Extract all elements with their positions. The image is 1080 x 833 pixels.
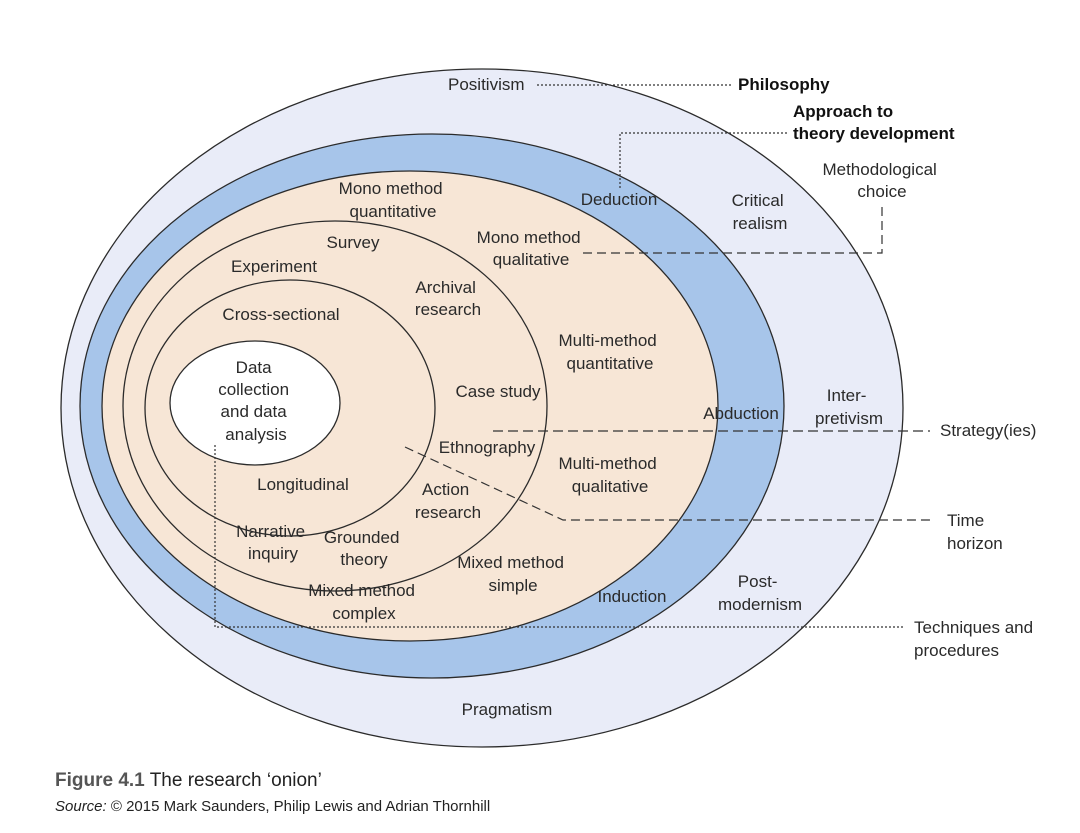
time-horizon-leader xyxy=(404,446,932,521)
pragmatism-label: Pragmatism xyxy=(462,700,553,719)
leader-lines xyxy=(214,84,932,628)
deduction-label: Deduction xyxy=(581,190,658,209)
mono-qual-label: Mono method qualitative xyxy=(477,228,586,269)
core-label: Data collection and data analysis xyxy=(218,358,294,444)
interpretivism-label: Inter- pretivism xyxy=(815,386,883,428)
experiment-label: Experiment xyxy=(231,257,317,276)
strategy-ring xyxy=(122,220,548,592)
action-research-label: Action research xyxy=(415,480,481,522)
induction-label: Induction xyxy=(598,587,667,606)
critical-realism-label: Critical realism xyxy=(732,191,789,233)
multi-quant-label: Multi-method quantitative xyxy=(559,331,662,373)
narrative-inquiry-label: Narrative inquiry xyxy=(236,522,310,563)
strategy-label: Strategy(ies) xyxy=(940,421,1036,440)
approach-label: Approach to theory development xyxy=(793,102,955,143)
positivism-label: Positivism xyxy=(448,75,525,94)
archival-label: Archival research xyxy=(415,278,481,319)
time-horizon-ring xyxy=(144,279,436,537)
choice-layer xyxy=(101,170,719,642)
techniques-leader xyxy=(214,445,905,628)
source-label: Source: xyxy=(55,798,107,815)
choice-leader xyxy=(583,205,883,254)
figure-source: Source: © 2015 Mark Saunders, Philip Lew… xyxy=(55,798,490,815)
figure-title: The research ‘onion’ xyxy=(149,770,322,791)
techniques-label: Techniques and procedures xyxy=(914,618,1038,660)
grounded-theory-label: Grounded theory xyxy=(324,528,404,569)
source-text: © 2015 Mark Saunders, Philip Lewis and A… xyxy=(110,798,491,815)
mixed-simple-label: Mixed method simple xyxy=(457,553,569,595)
figure-number: Figure 4.1 xyxy=(55,770,145,791)
mono-quant-label: Mono method quantitative xyxy=(339,179,448,221)
survey-label: Survey xyxy=(327,233,380,252)
postmodernism-label: Post- modernism xyxy=(718,572,802,614)
case-study-label: Case study xyxy=(455,382,541,401)
philosophy-label: Philosophy xyxy=(738,75,830,94)
mixed-complex-label: Mixed method complex xyxy=(308,581,420,623)
ethnography-label: Ethnography xyxy=(439,438,536,457)
cross-sectional-label: Cross-sectional xyxy=(222,305,339,324)
methodological-choice-label: Methodological choice xyxy=(822,160,941,201)
longitudinal-label: Longitudinal xyxy=(257,475,349,494)
core-ellipse xyxy=(169,340,341,466)
multi-qual-label: Multi-method qualitative xyxy=(559,454,662,496)
time-horizon-label: Time horizon xyxy=(947,511,1003,553)
figure-caption: Figure 4.1 The research ‘onion’ xyxy=(55,770,322,792)
abduction-label: Abduction xyxy=(703,404,779,423)
